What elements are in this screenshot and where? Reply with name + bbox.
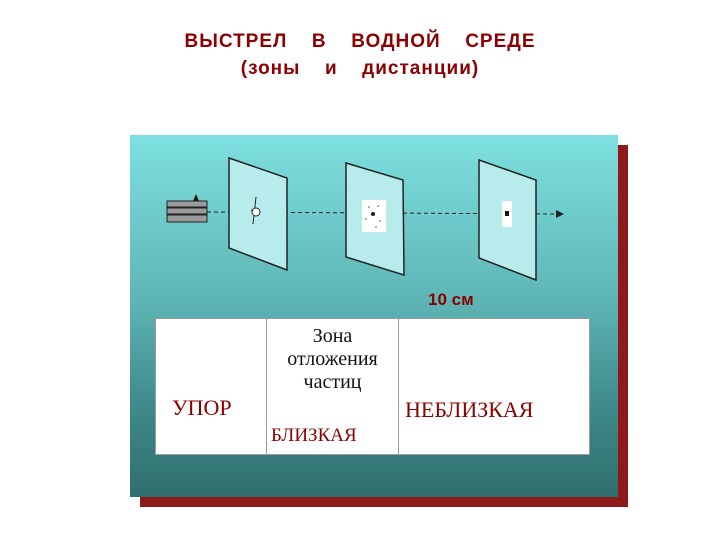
page-title: ВЫСТРЕЛ В ВОДНОЙ СРЕДЕ: [184, 31, 536, 52]
distance-label: 10 см: [428, 290, 474, 309]
arrow-head-icon: [556, 210, 564, 218]
entry-hole-icon: [250, 196, 261, 225]
particle-deposit: [362, 200, 386, 232]
deposit-zone-label: Зона отложения частиц: [267, 325, 398, 394]
zone-far-cell: НЕБЛИЗКАЯ: [398, 318, 590, 455]
zone-close-label: БЛИЗКАЯ: [271, 425, 357, 446]
deposit-zone-line-1: Зона: [312, 325, 353, 347]
zone-contact-label: УПОР: [172, 395, 232, 420]
zone-far-label: НЕБЛИЗКАЯ: [405, 397, 534, 422]
zone-close-cell: Зона отложения частиц БЛИЗКАЯ: [266, 318, 399, 455]
page-subtitle: (зоны и дистанции): [240, 58, 480, 79]
zone-contact-cell: УПОР: [155, 318, 267, 455]
gun-barrel-icon: [166, 194, 208, 223]
deposit-zone-line-2: отложения: [287, 348, 378, 370]
deposit-zone-line-3: частиц: [303, 371, 362, 393]
